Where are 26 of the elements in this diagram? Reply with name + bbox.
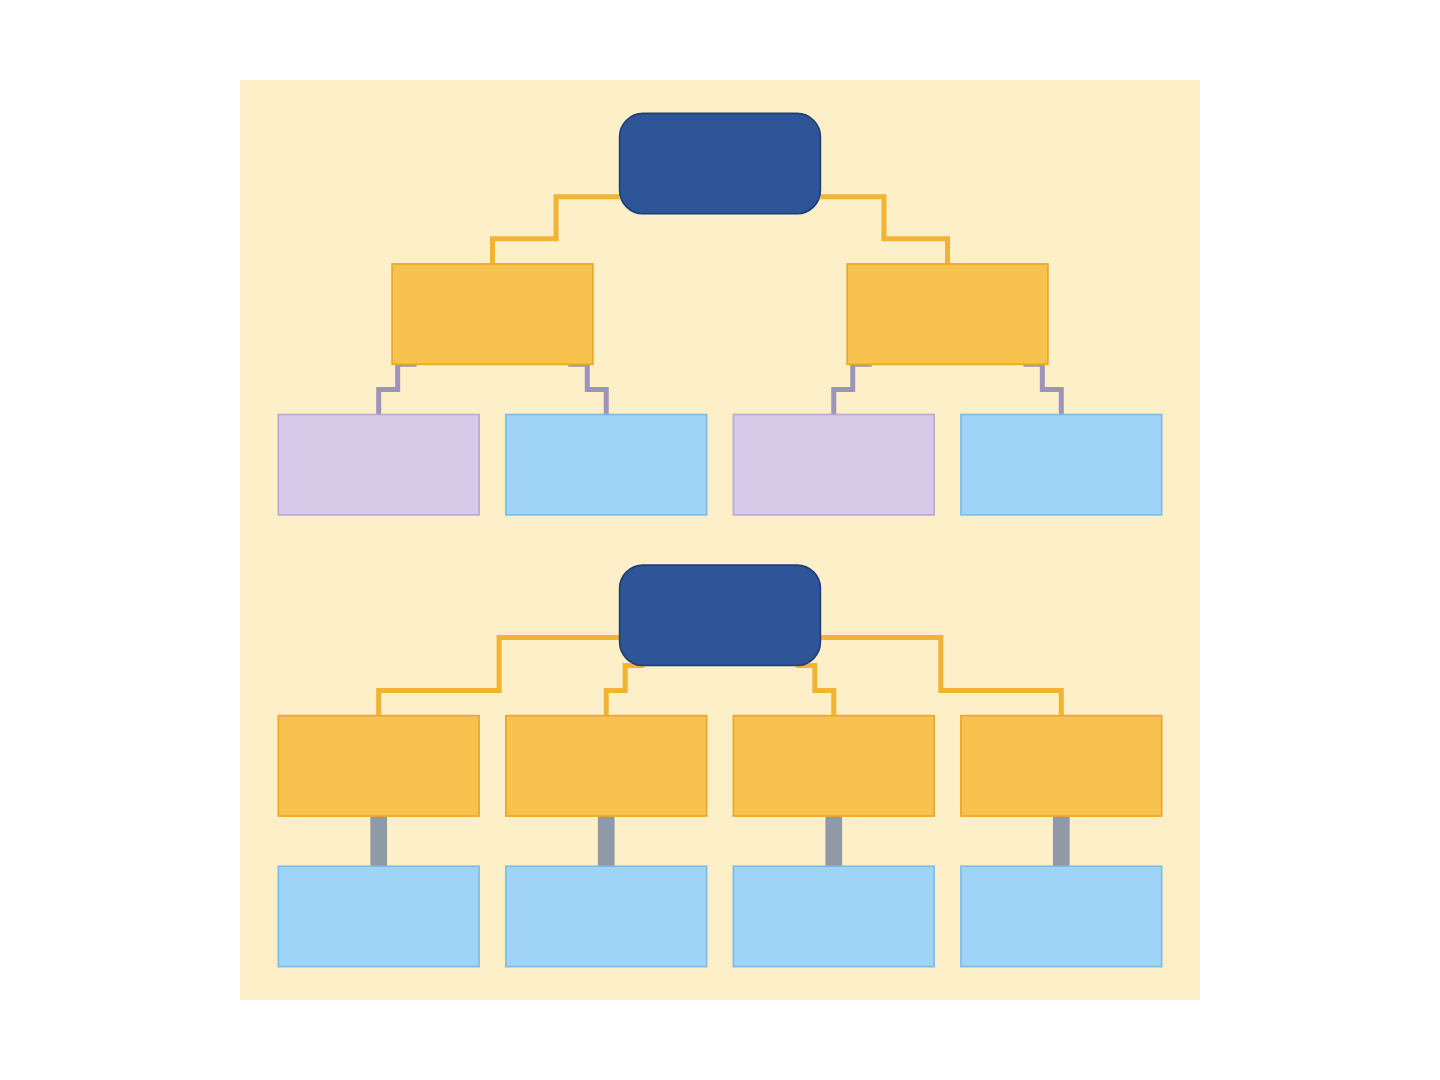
connector [489, 194, 620, 267]
connector [376, 361, 417, 418]
node-box [277, 865, 480, 968]
connector [568, 361, 609, 418]
connector [820, 194, 951, 267]
node-box [618, 112, 822, 215]
connector [820, 634, 1064, 719]
node-box [960, 714, 1163, 817]
node-box [277, 413, 480, 516]
node-box [732, 865, 935, 968]
node-box [618, 564, 822, 667]
node-box [960, 865, 1163, 968]
connector [795, 662, 837, 719]
node-box [505, 413, 708, 516]
node-box [505, 865, 708, 968]
connector [831, 361, 872, 418]
node-box [732, 413, 935, 516]
node-box [505, 714, 708, 817]
node-box [277, 714, 480, 817]
connector [1023, 361, 1064, 418]
node-box [391, 263, 594, 366]
node-box [960, 413, 1163, 516]
node-box [846, 263, 1049, 366]
connector [603, 662, 645, 719]
connector [376, 634, 620, 719]
node-box [732, 714, 935, 817]
